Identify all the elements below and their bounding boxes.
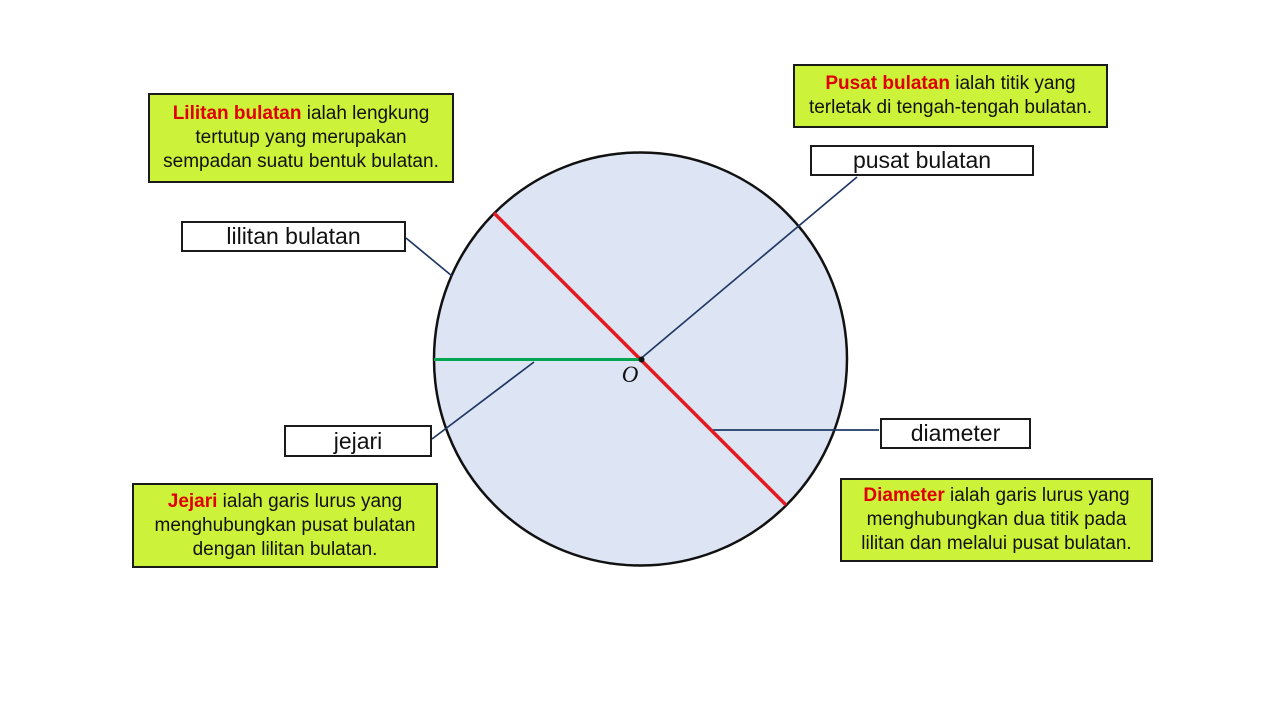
label-diameter: diameter (880, 418, 1031, 449)
center-dot (638, 356, 645, 363)
label-lilitan-bulatan-text: lilitan bulatan (226, 223, 361, 249)
callout-jejari-text: Jejari ialah garis lurus yang menghubung… (142, 490, 428, 562)
callout-diameter: Diameter ialah garis lurus yang menghubu… (840, 478, 1153, 562)
callout-pusat-definition: ialah titik yang terletak di tengah-teng… (808, 73, 1093, 118)
label-jejari-text: jejari (333, 427, 383, 454)
callout-diameter-term: Diameter (863, 485, 945, 506)
callout-lilitan-term: Lilitan bulatan (172, 103, 302, 124)
label-lilitan-bulatan: lilitan bulatan (181, 221, 406, 252)
callout-lilitan-text: Lilitan bulatan ialah lengkung tertutup … (158, 102, 444, 174)
center-point-label: O (621, 362, 639, 387)
label-pusat-bulatan-text: pusat bulatan (852, 147, 992, 173)
callout-lilitan-definition: ialah lengkung tertutup yang merupakan s… (163, 103, 439, 172)
callout-diameter-definition: ialah garis lurus yang menghubungkan dua… (861, 485, 1132, 554)
callout-pusat-term: Pusat bulatan (825, 73, 950, 94)
connector-lilitan (405, 237, 453, 277)
connector-jejari (431, 361, 535, 440)
label-diameter-text: diameter (910, 420, 1001, 446)
callout-pusat-bulatan: Pusat bulatan ialah titik yang terletak … (793, 64, 1108, 128)
callout-pusat-text: Pusat bulatan ialah titik yang terletak … (803, 72, 1098, 120)
callout-jejari-term: Jejari (167, 490, 218, 512)
connector-pusat (640, 176, 858, 359)
callout-lilitan-bulatan: Lilitan bulatan ialah lengkung tertutup … (148, 93, 454, 183)
callout-jejari: Jejari ialah garis lurus yang menghubung… (132, 483, 438, 568)
label-pusat-bulatan: pusat bulatan (810, 145, 1034, 176)
label-jejari: jejari (284, 425, 432, 457)
callout-jejari-definition: ialah garis lurus yang menghubungkan pus… (154, 490, 416, 560)
callout-diameter-text: Diameter ialah garis lurus yang menghubu… (850, 484, 1143, 556)
